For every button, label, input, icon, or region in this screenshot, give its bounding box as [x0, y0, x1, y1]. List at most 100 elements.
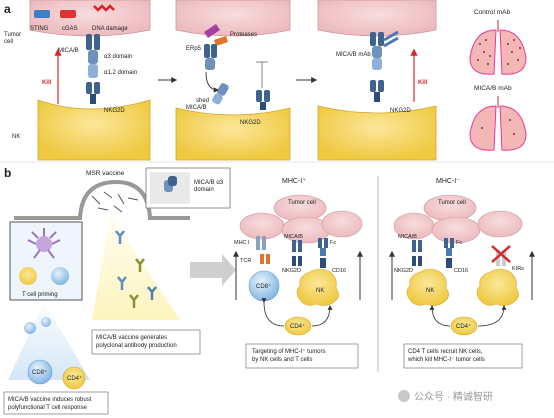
wechat-icon — [398, 390, 410, 402]
mhc-neg-title: MHC-I⁻ — [436, 178, 460, 185]
tcell-ray — [8, 302, 90, 380]
mhc-pos-title: MHC-I⁺ — [282, 178, 306, 185]
watermark-text: 公众号 · 精诚智研 — [414, 390, 493, 403]
mhc-pos-nk-label: NK — [316, 288, 324, 294]
mab-label: MICA/B mAb — [336, 52, 371, 58]
mhc-pos-nkg2d-label: NKG2D — [282, 268, 301, 274]
kirs-label: KIRs — [512, 266, 524, 272]
kill-label-3: Kill — [418, 80, 428, 86]
mhc-pos-receptors — [256, 236, 328, 268]
sting-shape — [34, 10, 50, 18]
mhc-pos-tumor-label: Tumor cell — [288, 200, 316, 206]
inset-mica-icon — [164, 176, 177, 192]
t-cell-blue — [51, 267, 69, 285]
dna-damage-icon — [93, 4, 115, 12]
mhc-neg-cd4-cell — [450, 316, 478, 336]
erp5-label: ERp5 — [186, 46, 202, 52]
antibodies — [115, 230, 157, 308]
protease-shape-1 — [204, 24, 220, 38]
nk-cell-3 — [317, 105, 437, 161]
mhc-pos-panel: MHC-I⁺ Tumor cell MHC I MICA/B Fc TCR NK… — [233, 178, 363, 369]
tcr-label: TCR — [240, 258, 251, 264]
nk-cell-1 — [37, 99, 151, 161]
mhc-pos-cd4-nk-arrow — [311, 305, 333, 327]
cd8-cell — [27, 359, 53, 385]
mhc-neg-nk-cell-2 — [476, 268, 519, 306]
a12-domain-label: α1,2 domain — [104, 70, 137, 76]
mhc-neg-cd4-nk-arrow-1 — [429, 305, 451, 327]
lungs-column: Control mAb MICA/B mAb — [469, 9, 527, 151]
mhc-neg-mica-label: MICA/B — [398, 234, 417, 240]
nk-label-1: NK — [12, 134, 20, 140]
mhc-neg-nk-cell — [406, 268, 449, 306]
protease-shape-2 — [214, 36, 228, 46]
mhc-neg-panel: MHC-I⁻ Tumor cell MICA/B Fc NKG2D CD16 K… — [389, 178, 535, 369]
dna-damage-label: DNA damage — [92, 26, 128, 32]
cgas-label: cGAS — [62, 26, 78, 32]
dendritic-cell — [27, 228, 61, 259]
mhc-pos-caption-box — [245, 343, 359, 369]
nkg2d-label-2: NKG2D — [240, 120, 261, 126]
shed-arrow — [205, 71, 220, 93]
mhc-neg-caption-box — [403, 343, 523, 369]
control-lungs — [469, 20, 527, 75]
nkg2d-label-1: NKG2D — [104, 108, 125, 114]
watermark: 公众号 · 精诚智研 — [398, 390, 493, 403]
mhc-pos-cd8-label: CD8⁺ — [256, 283, 271, 290]
mhc-pos-cd4-cell — [284, 316, 312, 336]
nkg2d-label-3: NKG2D — [390, 108, 411, 114]
t-cell-priming-box — [9, 221, 83, 301]
tcell-text-box — [3, 391, 109, 415]
panel-b-label: b — [4, 166, 11, 180]
nk-cell-2 — [175, 107, 291, 161]
mica-label-1: MICA/B — [58, 48, 79, 54]
mhc-pos-cd4-cd8-arrow — [261, 298, 285, 327]
sting-label: STING — [30, 26, 49, 32]
mhc-pos-nk-cell — [296, 268, 339, 306]
nkg2d-receptor-3 — [370, 80, 384, 102]
nkg2d-receptor-2 — [256, 90, 270, 110]
antibody-text-box — [91, 329, 201, 355]
t-cell-priming-label: T cell priming — [22, 292, 58, 298]
antibody-ray — [92, 214, 180, 320]
mhc-pos-cd4-label: CD4⁺ — [290, 323, 305, 330]
t-cell-yellow — [19, 267, 37, 285]
cd8-label: CD8⁺ — [32, 369, 47, 376]
msr-rods — [91, 191, 139, 213]
cd8-small-2 — [41, 317, 51, 327]
mhc-neg-cd4-label: CD4⁺ — [456, 323, 471, 330]
kir-block-icon — [491, 245, 511, 263]
kill-label-1: Kill — [42, 80, 52, 86]
mhc-pos-mica-label: MICA/B — [284, 234, 303, 240]
shed-mica-fragment — [212, 83, 229, 105]
mhc-pos-fc-label: Fc — [330, 240, 336, 246]
mhc-neg-fc-label: Fc — [456, 240, 462, 246]
mhc-pos-tumor-cells — [239, 194, 363, 244]
mhc-pos-cd16-label: CD16 — [332, 268, 346, 274]
mica-mab-lungs — [469, 96, 527, 151]
mhc-neg-cd4-nk-arrow-2 — [477, 305, 507, 327]
panel-a-label: a — [4, 2, 11, 16]
mhc-i-label: MHC I — [234, 240, 250, 246]
cd8-small-1 — [24, 322, 36, 334]
mica-receptor-1 — [86, 34, 100, 78]
mab-antibody — [383, 30, 399, 48]
mica-receptor-3 — [370, 32, 384, 70]
mhc-neg-nk-label: NK — [426, 288, 434, 294]
mhc-neg-caption: CD4 T cells recruit NK cells,which kill … — [407, 349, 485, 363]
msr-vaccine-label: MSR vaccine — [86, 170, 125, 177]
cd4-cell — [62, 366, 86, 390]
mhc-neg-tumor-label: Tumor cell — [438, 200, 466, 206]
mica-mab-lung-label: MICA/B mAb — [474, 85, 512, 92]
control-mab-label: Control mAb — [474, 9, 511, 16]
mhc-neg-tumor-cells — [393, 194, 523, 244]
